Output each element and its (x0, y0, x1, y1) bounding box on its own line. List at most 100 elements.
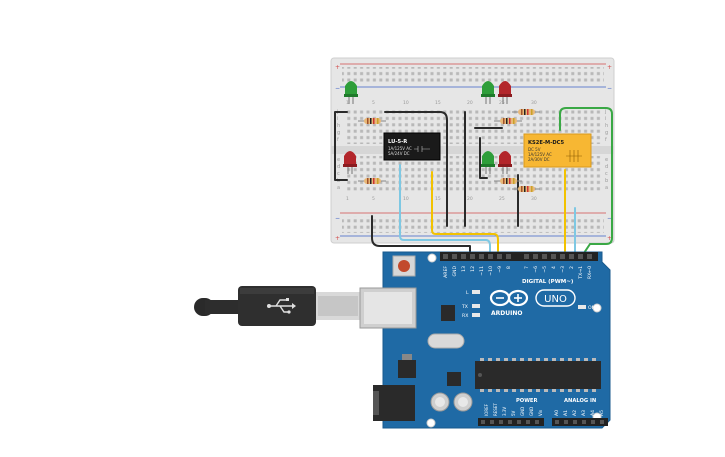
svg-text:5V: 5V (511, 410, 516, 416)
svg-text:~3: ~3 (560, 266, 566, 273)
wire-yellow-left (431, 171, 499, 257)
digital-pin-labels: AREF GND 13 12 ~11 ~10 ~9 8 7 ~6 ~5 4 ~3… (443, 266, 593, 280)
svg-text:−: − (335, 215, 340, 222)
status-leds: L TX RX ON (461, 290, 595, 319)
uno-label: UNO (544, 294, 567, 305)
power-jack (373, 385, 415, 421)
svg-text:13: 13 (461, 266, 467, 272)
svg-text:A3: A3 (581, 410, 587, 416)
relay-yellow-spec-2: 1A/125V AC (528, 152, 552, 157)
relay-symbol-icon (414, 146, 430, 152)
crystal (427, 333, 465, 349)
power-pin-labels: IOREF RESET 3.3V 5V GND GND Vin (484, 403, 543, 416)
svg-text:A2: A2 (572, 410, 578, 416)
relay-yellow[interactable]: KS2E-M-DC5 DC 5V 1A/125V AC 2A/30V DC (523, 133, 592, 168)
on-label: ON (588, 305, 595, 311)
svg-text:A5: A5 (599, 410, 605, 416)
svg-text:~10: ~10 (488, 266, 494, 276)
svg-text:+: + (335, 64, 340, 71)
svg-text:e: e (605, 157, 608, 163)
svg-text:d: d (337, 164, 340, 170)
svg-text:b: b (605, 178, 608, 184)
svg-text:RESET: RESET (493, 403, 498, 416)
svg-text:AREF: AREF (443, 266, 449, 278)
svg-text:i: i (337, 116, 338, 122)
resistor-1[interactable] (358, 118, 386, 124)
resistor-2[interactable] (358, 178, 386, 184)
svg-text:Vin: Vin (538, 409, 543, 416)
breadboard[interactable]: + − + − − + − + j i h g f j i h g f e d … (330, 57, 615, 244)
led-green-1[interactable] (344, 81, 358, 104)
svg-text:8: 8 (506, 266, 512, 269)
usb-cable[interactable] (194, 286, 360, 326)
svg-text:−: − (607, 85, 612, 92)
svg-text:3.3V: 3.3V (502, 407, 507, 416)
resistor-5[interactable] (494, 178, 522, 184)
svg-text:25: 25 (499, 100, 505, 106)
uno-badge (535, 289, 576, 307)
voltage-regulator (398, 360, 416, 378)
svg-text:5: 5 (372, 196, 375, 202)
svg-text:c: c (605, 171, 608, 177)
digital-header[interactable] (440, 252, 598, 261)
arduino-logo-icon (489, 289, 529, 307)
svg-text:~9: ~9 (497, 266, 503, 273)
relay-yellow-model: KS2E-M-DC5 (528, 140, 564, 146)
led-red-3[interactable] (498, 151, 512, 174)
svg-text:1: 1 (346, 196, 349, 202)
svg-text:A0: A0 (554, 410, 560, 416)
svg-text:~5: ~5 (542, 266, 548, 273)
svg-text:GND: GND (452, 266, 458, 277)
svg-text:f: f (605, 137, 607, 143)
rx-label: RX (462, 313, 468, 319)
svg-text:TX→1: TX→1 (578, 266, 584, 280)
svg-text:20: 20 (467, 100, 473, 106)
svg-text:−: − (335, 85, 340, 92)
svg-text:−: − (607, 215, 612, 222)
svg-text:h: h (337, 123, 340, 129)
svg-text:30: 30 (531, 196, 537, 202)
svg-text:20: 20 (467, 196, 473, 202)
svg-text:7: 7 (524, 266, 530, 269)
relay-symbol-icon (566, 150, 582, 162)
led-green-3[interactable] (481, 151, 495, 174)
svg-text:25: 25 (499, 196, 505, 202)
svg-text:2: 2 (569, 266, 575, 269)
reset-button[interactable] (392, 255, 416, 277)
svg-text:IOREF: IOREF (484, 403, 489, 416)
svg-text:~6: ~6 (533, 266, 539, 273)
power-header[interactable] (478, 418, 544, 426)
breadboard-wires[interactable] (334, 107, 613, 257)
led-red-1[interactable] (498, 81, 512, 104)
analog-pin-labels: A0 A1 A2 A3 A4 A5 (554, 410, 605, 416)
atmega-chip (475, 358, 601, 392)
svg-text:RX←0: RX←0 (587, 266, 593, 279)
usb-chip (441, 305, 455, 321)
svg-text:GND: GND (529, 407, 534, 416)
resistor-4[interactable] (494, 118, 522, 124)
svg-text:+: + (335, 235, 340, 242)
led-red-2[interactable] (343, 151, 357, 174)
led-green-2[interactable] (481, 81, 495, 104)
wire-black-top (384, 111, 448, 227)
relay-yellow-spec-1: DC 5V (528, 147, 541, 152)
resistor-6[interactable] (512, 186, 540, 192)
svg-text:j: j (604, 109, 606, 115)
relay-black[interactable]: LU-5-R 1A/125V AC 5A/24V DC (383, 132, 441, 161)
analog-header[interactable] (552, 418, 608, 426)
column-numbers: 1 5 10 15 20 25 30 1 5 10 15 20 25 30 (346, 100, 537, 202)
svg-text:d: d (605, 164, 608, 170)
svg-text:10: 10 (403, 100, 409, 106)
arduino-uno-board[interactable]: AREF GND 13 12 ~11 ~10 ~9 8 7 ~6 ~5 4 ~3… (359, 251, 611, 429)
resistor-3[interactable] (512, 109, 540, 115)
l-label: L (466, 290, 469, 296)
wire-green (559, 107, 613, 257)
svg-text:10: 10 (403, 196, 409, 202)
wire-black-mid2 (479, 137, 488, 179)
svg-text:+: + (607, 235, 612, 242)
svg-text:i: i (605, 116, 606, 122)
svg-text:g: g (337, 130, 340, 136)
svg-text:5: 5 (372, 100, 375, 106)
